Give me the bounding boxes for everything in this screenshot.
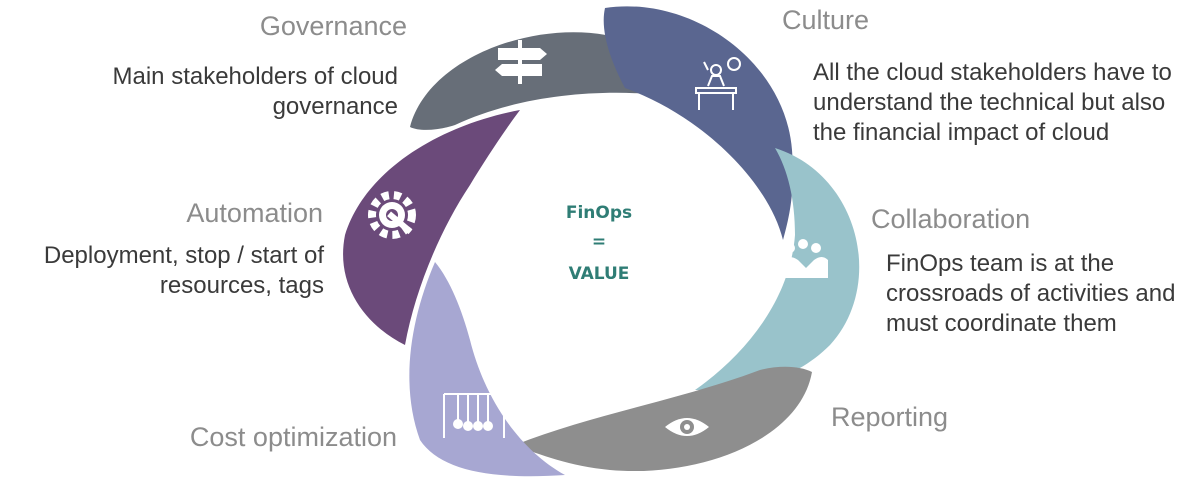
segment-automation-petal [343,110,520,345]
governance-title: Governance [259,11,407,41]
collaboration-title: Collaboration [871,204,1031,234]
center-line-3: VALUE [569,264,630,284]
signpost-icon [495,40,547,84]
cost-optimization-title: Cost optimization [189,422,397,452]
segment-collaboration-petal [695,148,860,390]
culture-title: Culture [782,5,870,35]
reporting-title: Reporting [831,402,949,432]
newtons-cradle-icon [443,393,505,438]
collaboration-description: FinOps team is at the crossroads of acti… [886,250,1176,337]
segment-cost-optimization-petal [409,262,565,477]
eye-icon [665,418,709,436]
center-line-2: = [592,232,606,252]
segment-reporting-petal [515,366,812,472]
teacher-desk-icon [695,57,741,110]
culture-description: All the cloud stakeholders have to under… [813,59,1172,146]
governance-description: Main stakeholders of cloud governance [112,63,399,120]
center-line-1: FinOps [566,203,632,223]
people-handshake-icon [780,239,828,278]
gear-wrench-icon [368,191,416,239]
segment-culture-petal [603,6,793,241]
automation-description: Deployment, stop / start of resources, t… [43,242,324,299]
automation-title: Automation [186,198,323,228]
